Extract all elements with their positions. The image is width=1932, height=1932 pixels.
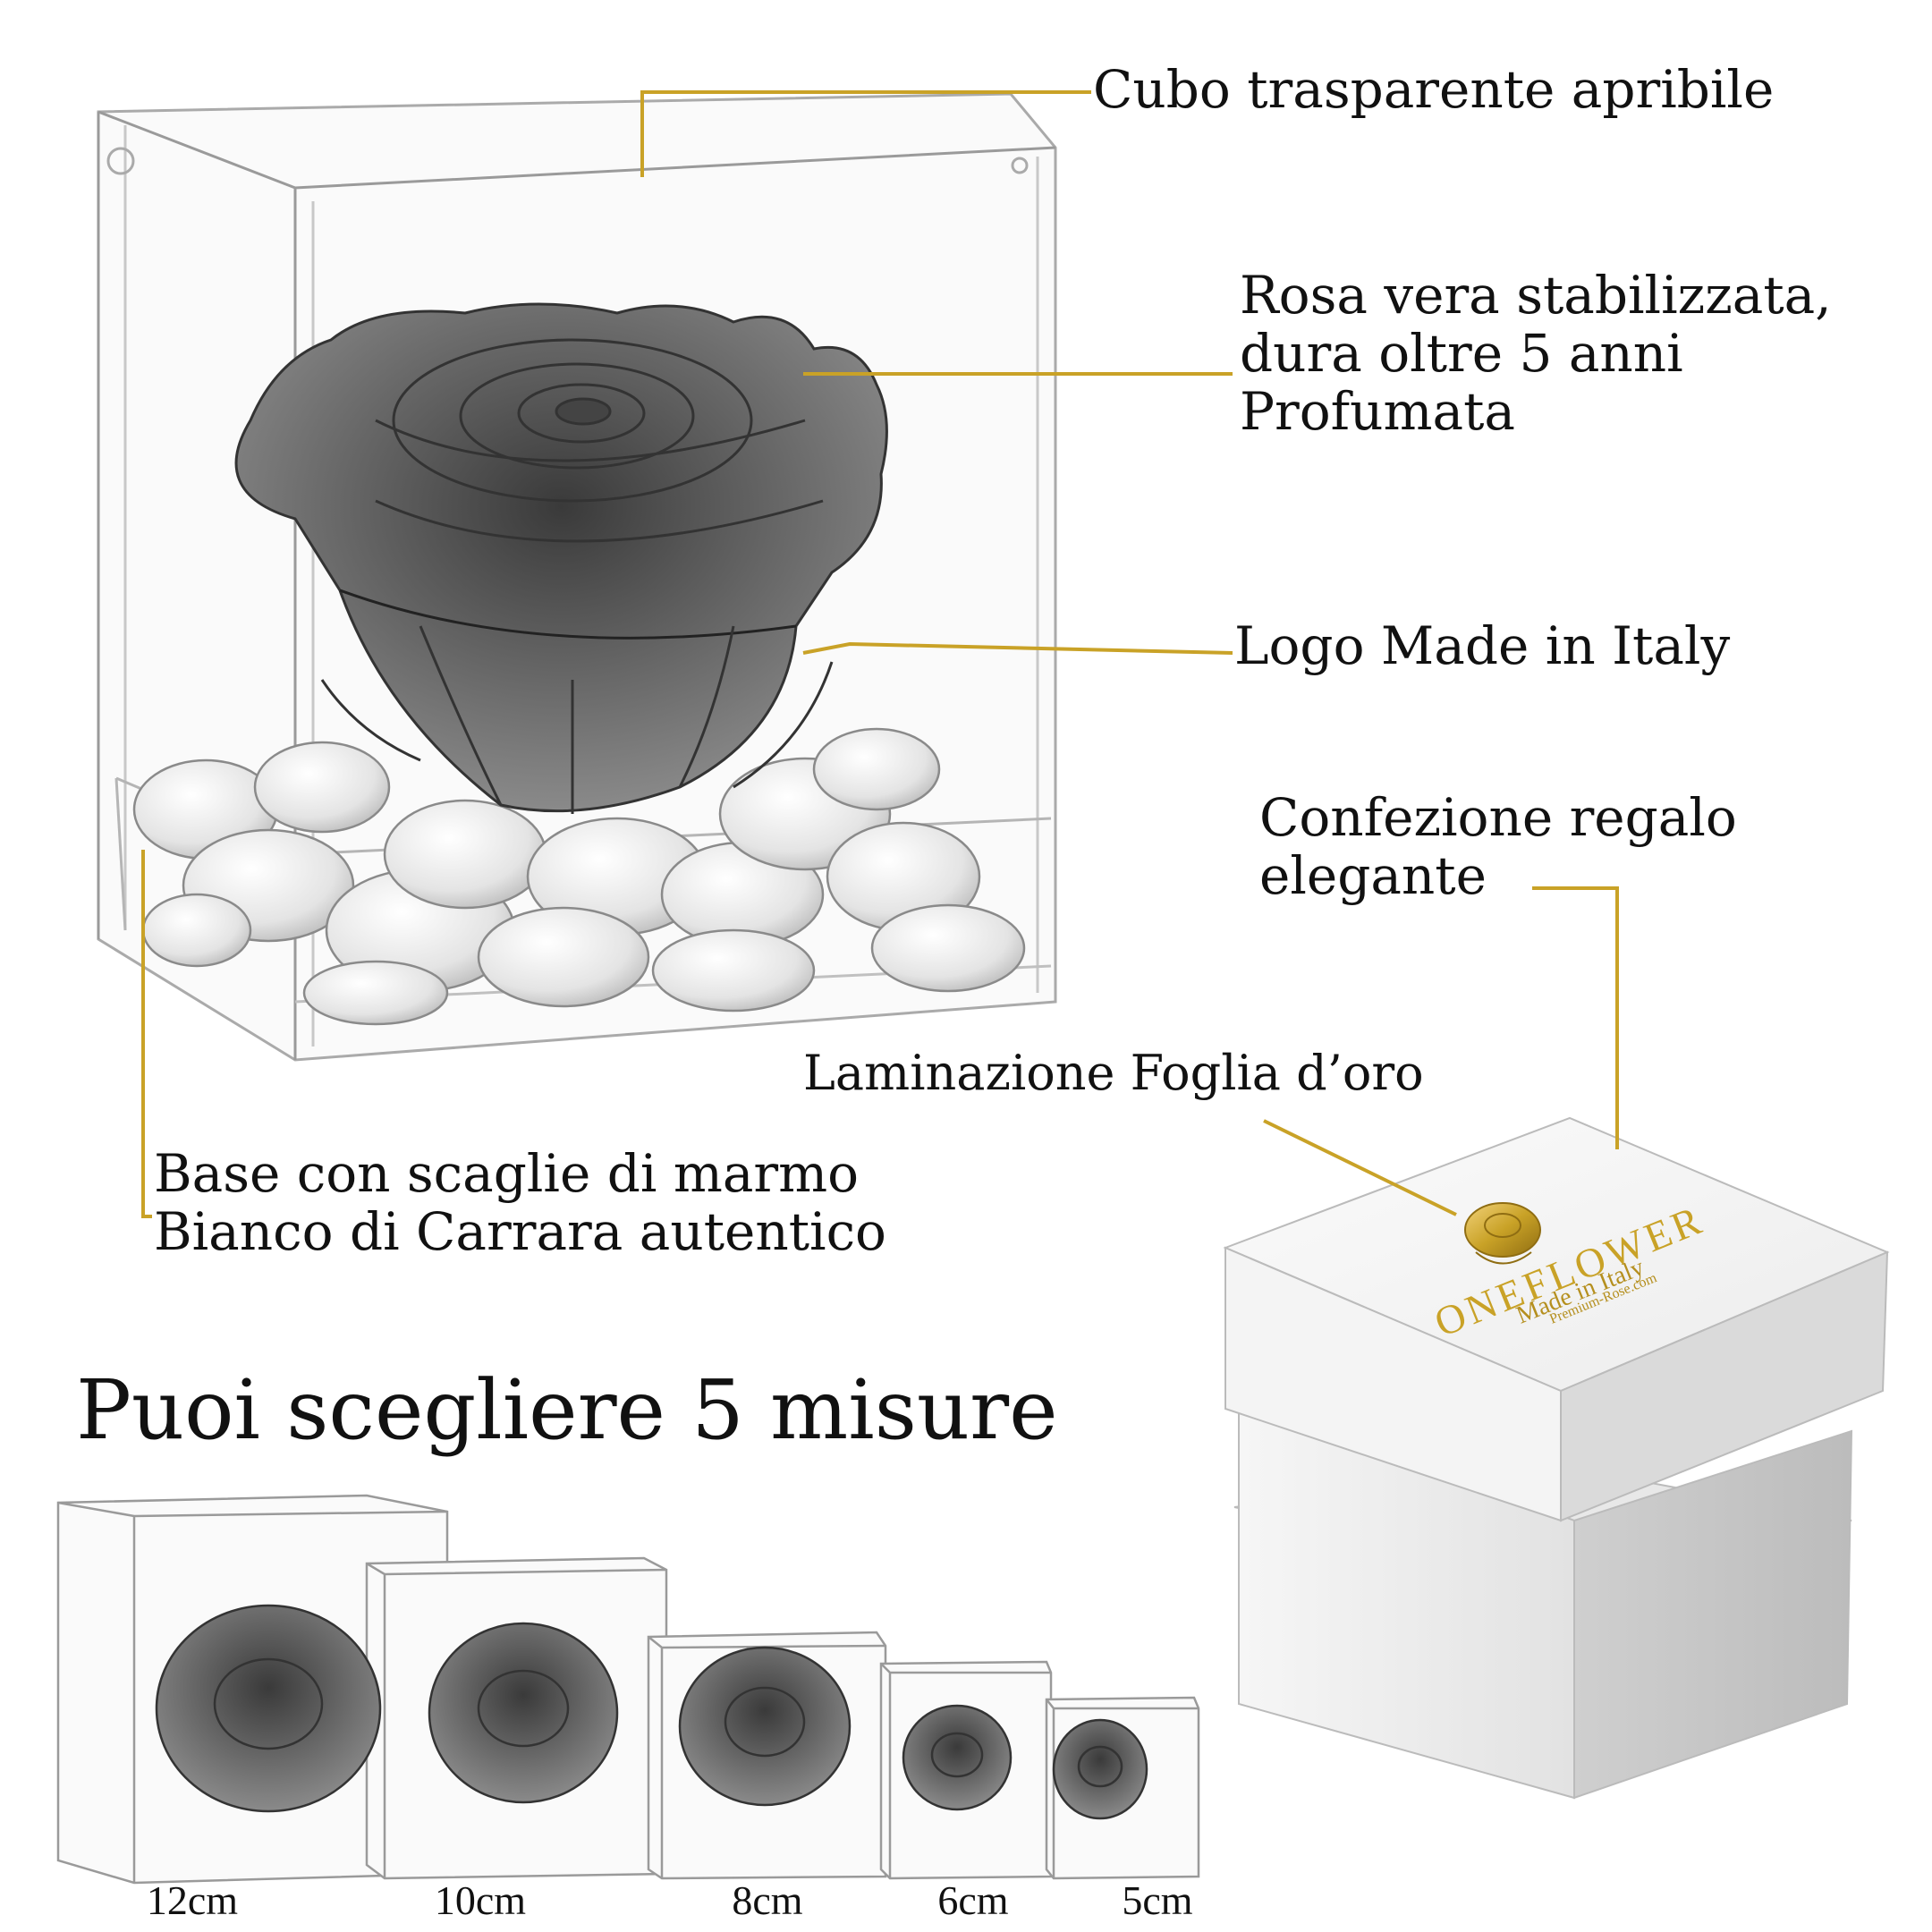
label-base-line1: Base con scaglie di marmo xyxy=(154,1143,860,1204)
leader-lines xyxy=(141,90,1619,1218)
label-rose-line1: Rosa vera stabilizzata, xyxy=(1240,265,1832,326)
label-logo: Logo Made in Italy xyxy=(1234,617,1730,675)
label-cube-text: Cubo trasparente apribile xyxy=(1093,59,1775,120)
label-gold-text: Laminazione Foglia d’oro xyxy=(803,1045,1424,1101)
gift-box xyxy=(1223,1116,1890,1800)
size-label-8: 8cm xyxy=(732,1877,803,1923)
size-row-roses xyxy=(155,1604,1148,1820)
sizes-heading-text: Puoi scegliere 5 misure xyxy=(76,1362,1058,1458)
size-label-6: 6cm xyxy=(937,1877,1009,1923)
label-rose-line2: dura oltre 5 anni xyxy=(1240,322,1683,384)
marble-stones xyxy=(132,727,1026,1026)
sizes-heading: Puoi scegliere 5 misure xyxy=(76,1364,1058,1456)
label-base: Base con scaglie di marmo Bianco di Carr… xyxy=(154,1145,886,1261)
label-logo-text: Logo Made in Italy xyxy=(1234,615,1731,676)
label-base-line2: Bianco di Carrara autentico xyxy=(154,1200,886,1262)
label-rose-line3: Profumata xyxy=(1240,380,1515,442)
label-gift: Confezione regalo elegante xyxy=(1259,789,1737,905)
label-cube: Cubo trasparente apribile xyxy=(1093,61,1774,119)
label-gift-line1: Confezione regalo xyxy=(1259,787,1737,848)
gold-rose-logo xyxy=(1464,1202,1541,1265)
size-label-12: 12cm xyxy=(146,1877,239,1923)
size-label-5: 5cm xyxy=(1122,1877,1193,1923)
label-rose: Rosa vera stabilizzata, dura oltre 5 ann… xyxy=(1240,267,1832,441)
rose-drawing xyxy=(234,302,888,814)
label-gift-line2: elegante xyxy=(1259,844,1487,906)
label-gold: Laminazione Foglia d’oro xyxy=(803,1046,1424,1100)
size-label-10: 10cm xyxy=(434,1877,527,1923)
